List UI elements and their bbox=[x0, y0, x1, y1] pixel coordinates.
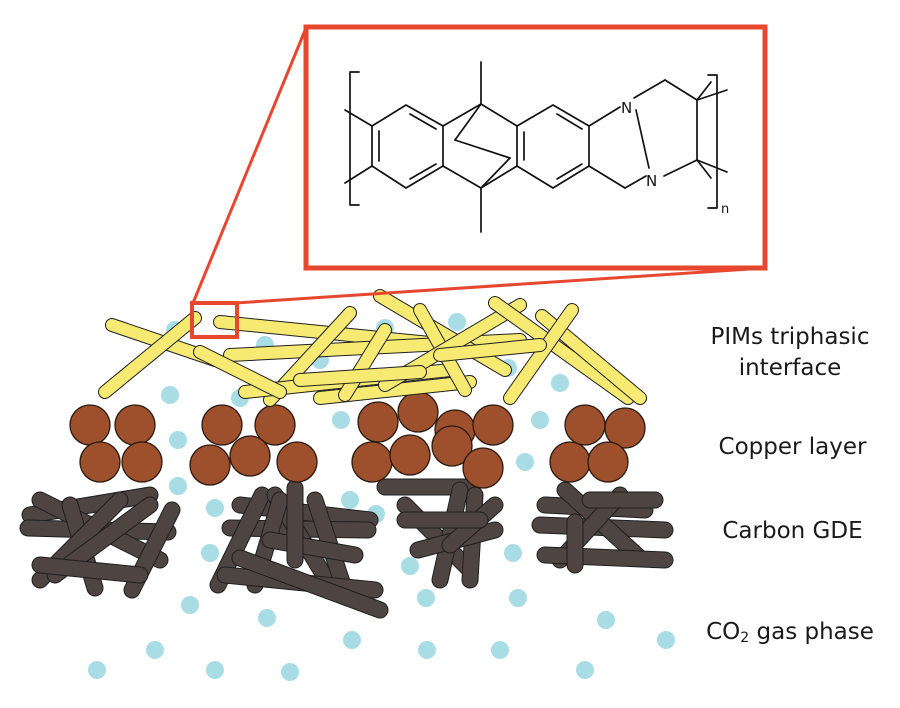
co2-bubble bbox=[504, 544, 522, 562]
label-copper-layer: Copper layer bbox=[718, 434, 867, 460]
pims-rod-fill bbox=[489, 297, 634, 404]
copper-particle bbox=[397, 391, 439, 433]
co2-bubble bbox=[201, 544, 219, 562]
co2-bubble bbox=[343, 631, 361, 649]
carbon-fiber bbox=[536, 546, 674, 569]
copper-particle bbox=[431, 425, 473, 467]
pims-rod bbox=[488, 296, 635, 405]
co2-bubble bbox=[206, 499, 224, 517]
copper-particle bbox=[472, 404, 514, 446]
copper-particle bbox=[549, 441, 591, 483]
zoom-line-left bbox=[191, 27, 308, 304]
co2-bubble bbox=[551, 374, 569, 392]
pims-rod-fill bbox=[99, 312, 201, 398]
pims-rod-fill bbox=[294, 366, 426, 386]
copper-particles bbox=[69, 391, 646, 489]
co2-bubble bbox=[169, 431, 187, 449]
pims-rod bbox=[193, 345, 287, 399]
label-co2-rest: gas phase bbox=[749, 619, 874, 645]
co2-bubble bbox=[597, 611, 615, 629]
copper-particle bbox=[114, 404, 156, 446]
copper-particle bbox=[69, 404, 111, 446]
label-co2-main: CO bbox=[706, 619, 741, 645]
co2-bubble bbox=[169, 477, 187, 495]
copper-particle bbox=[357, 401, 399, 443]
pims-rod bbox=[503, 303, 579, 405]
carbon-fiber-fill bbox=[307, 492, 350, 590]
pims-rod bbox=[98, 311, 202, 399]
carbon-fiber bbox=[306, 491, 351, 591]
copper-particle bbox=[276, 441, 318, 483]
pims-rod-fill bbox=[374, 290, 511, 376]
label-carbon-gde: Carbon GDE bbox=[722, 518, 863, 544]
carbon-fiber-fill bbox=[32, 557, 148, 583]
copper-particle bbox=[121, 441, 163, 483]
pims-rod bbox=[338, 323, 392, 402]
carbon-fiber-fill bbox=[537, 547, 673, 568]
co2-bubble bbox=[417, 589, 435, 607]
co2-bubble bbox=[161, 386, 179, 404]
co2-bubble bbox=[516, 453, 534, 471]
co2-bubble bbox=[258, 609, 276, 627]
carbon-fiber-fill bbox=[232, 550, 388, 618]
structure-inset-frame bbox=[303, 24, 768, 271]
label-pims-triphasic-interface: PIMs triphasic interface bbox=[690, 322, 890, 384]
co2-bubble bbox=[418, 641, 436, 659]
copper-particle bbox=[587, 441, 629, 483]
pims-rods bbox=[98, 289, 647, 407]
label-pims-line2: interface bbox=[738, 355, 842, 381]
copper-particle bbox=[254, 404, 296, 446]
pims-rod bbox=[433, 338, 547, 362]
co2-bubble bbox=[401, 557, 419, 575]
carbon-fiber bbox=[231, 549, 389, 619]
co2-bubble bbox=[332, 411, 350, 429]
label-co2-subscript: 2 bbox=[740, 630, 750, 646]
copper-particle bbox=[189, 444, 231, 486]
repeat-unit-subscript: n bbox=[721, 202, 729, 217]
co2-bubble bbox=[88, 661, 106, 679]
pims-rod bbox=[293, 365, 427, 387]
copper-particle bbox=[564, 404, 606, 446]
pims-rod bbox=[373, 289, 512, 377]
label-pims-line1: PIMs triphasic bbox=[710, 324, 870, 350]
co2-bubble bbox=[181, 596, 199, 614]
copper-particle bbox=[229, 435, 271, 477]
co2-bubble bbox=[491, 641, 509, 659]
co2-bubble bbox=[509, 589, 527, 607]
zoom-line-right bbox=[235, 266, 766, 305]
copper-particle bbox=[351, 441, 393, 483]
carbon-fiber-fill bbox=[262, 532, 363, 563]
bracket-right bbox=[707, 74, 718, 209]
co2-bubble bbox=[206, 661, 224, 679]
pims-rod-fill bbox=[434, 339, 546, 361]
atom-nitrogen-top: N bbox=[621, 99, 632, 117]
carbon-fiber bbox=[31, 556, 149, 584]
label-co2-gas-phase: CO2 gas phase bbox=[690, 617, 890, 654]
copper-particle bbox=[389, 434, 431, 476]
copper-particle bbox=[604, 407, 646, 449]
co2-bubble bbox=[576, 661, 594, 679]
co2-bubble bbox=[146, 641, 164, 659]
co2-bubble bbox=[448, 313, 466, 331]
copper-particle bbox=[79, 441, 121, 483]
pims-rod-fill bbox=[504, 304, 578, 404]
pims-rod-fill bbox=[339, 324, 391, 401]
zoom-highlight-box bbox=[190, 301, 239, 339]
co2-bubble bbox=[531, 411, 549, 429]
carbon-fibers bbox=[19, 478, 674, 619]
copper-particle bbox=[462, 447, 504, 489]
copper-particle bbox=[201, 404, 243, 446]
bracket-left bbox=[349, 71, 360, 206]
atom-nitrogen-bottom: N bbox=[646, 172, 657, 190]
co2-bubble bbox=[281, 663, 299, 681]
pims-rod-fill bbox=[194, 346, 286, 398]
pim-repeat-unit-structure bbox=[344, 61, 728, 233]
carbon-fiber bbox=[261, 531, 364, 564]
co2-bubble bbox=[341, 491, 359, 509]
co2-bubble bbox=[657, 631, 675, 649]
